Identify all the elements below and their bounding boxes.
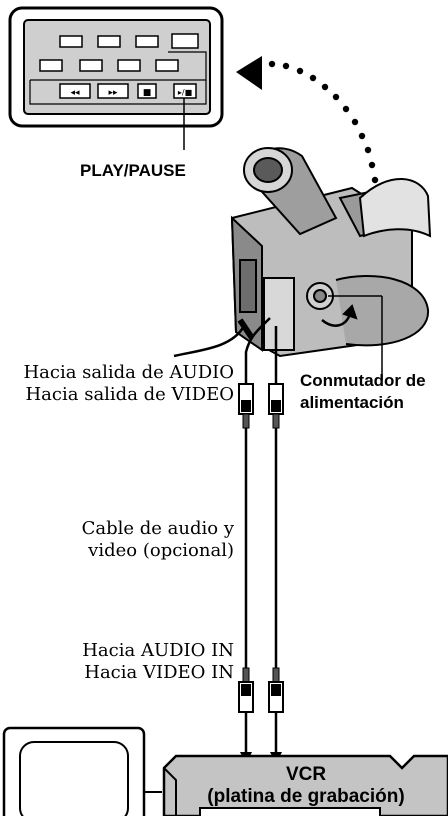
video-in-plug bbox=[268, 667, 284, 713]
camcorder bbox=[173, 147, 432, 384]
audio-out-plug bbox=[238, 383, 254, 429]
stop-icon: ■ bbox=[143, 88, 152, 98]
vcr-subtitle: (platina de grabación) bbox=[207, 786, 405, 807]
cable-label-line2: video (opcional) bbox=[88, 540, 234, 561]
av-cable bbox=[238, 383, 284, 764]
video-out-plug bbox=[268, 383, 284, 429]
vcr-title: VCR bbox=[285, 764, 327, 785]
vcr bbox=[162, 754, 448, 816]
play-pause-icon: ▸/■ bbox=[178, 88, 192, 97]
audio-out-label: Hacia salida de AUDIO bbox=[23, 362, 234, 383]
audio-in-label: Hacia AUDIO IN bbox=[82, 640, 234, 661]
cable-label-line1: Cable de audio y bbox=[81, 518, 234, 539]
rewind-icon: ◂◂ bbox=[70, 88, 80, 98]
audio-in-plug bbox=[238, 667, 254, 713]
video-out-label: Hacia salida de VIDEO bbox=[25, 384, 234, 405]
tv-set bbox=[2, 726, 162, 816]
rewind-button bbox=[59, 83, 91, 99]
power-switch-label-line1: Conmutador de bbox=[300, 371, 426, 390]
play-pause-label: PLAY/PAUSE bbox=[80, 161, 186, 180]
power-switch-label-line2: alimentación bbox=[300, 393, 404, 412]
play-pause-button bbox=[173, 83, 197, 99]
remote-control-panel: ◂◂ ▸▸ ■ ▸/■ bbox=[8, 6, 224, 150]
stop-button bbox=[137, 83, 157, 99]
video-in-label: Hacia VIDEO IN bbox=[84, 662, 234, 683]
fast-forward-button bbox=[97, 83, 129, 99]
fast-forward-icon: ▸▸ bbox=[108, 88, 118, 98]
